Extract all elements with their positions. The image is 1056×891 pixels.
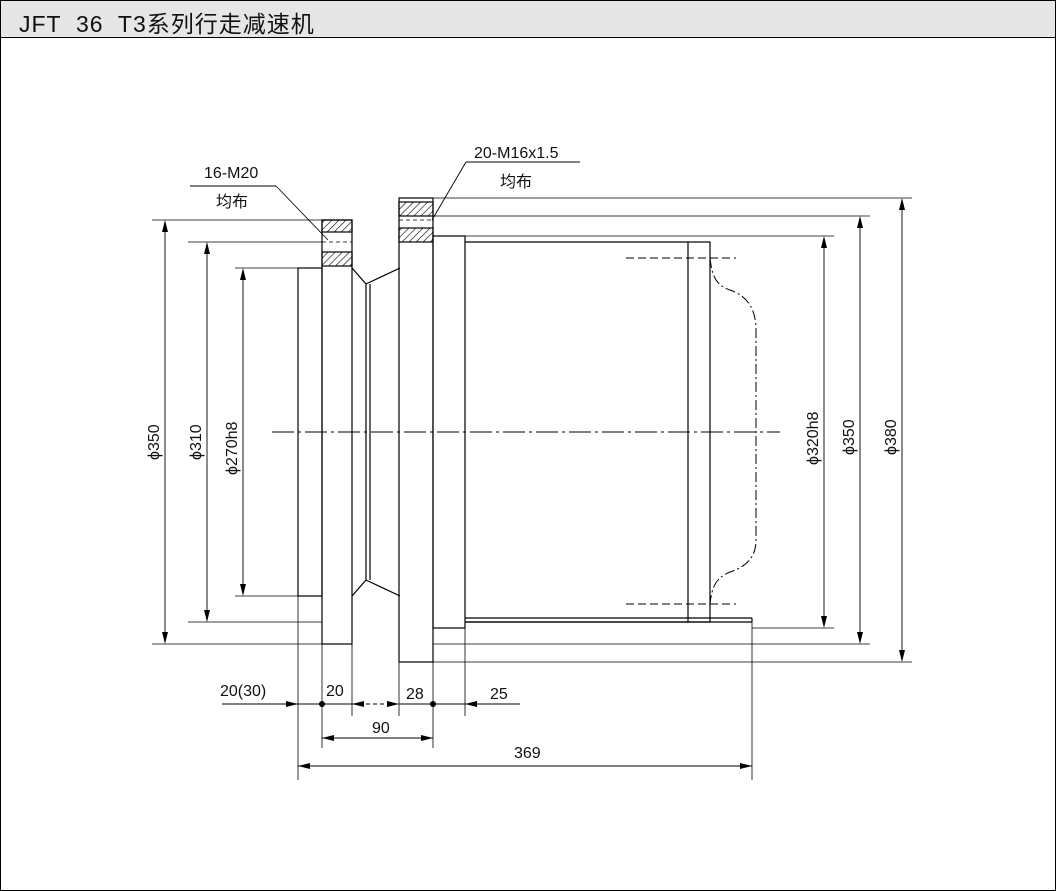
dim-25: 25 (490, 686, 508, 703)
dia-350-left: ϕ350 (146, 424, 163, 460)
dia-320h8: ϕ320h8 (805, 411, 822, 465)
dim-row-1 (222, 703, 752, 767)
page-title: JFT 36 T3系列行走减速机 (19, 11, 315, 37)
left-bolt-label: 16-M20 (204, 165, 258, 182)
gearbox-body (465, 241, 757, 623)
left-flange (297, 219, 401, 645)
dia-380: ϕ380 (883, 419, 900, 455)
extension-lines (152, 197, 912, 780)
diameter-arrows (162, 198, 905, 662)
left-bolt-note: 均布 (216, 193, 248, 211)
right-bolt-note: 均布 (500, 173, 532, 191)
dim-20-30: 20(30) (220, 683, 266, 700)
dim-20: 20 (326, 683, 344, 700)
dim-arrows (286, 701, 752, 769)
dim-28: 28 (406, 686, 424, 703)
dim-90: 90 (372, 720, 390, 737)
dia-350-right: ϕ350 (841, 419, 858, 455)
diameter-lines (164, 200, 903, 660)
title-bar: JFT 36 T3系列行走减速机 (1, 1, 1055, 38)
right-bolt-label: 20-M16x1.5 (474, 145, 559, 162)
right-flange (398, 197, 466, 663)
dia-310: ϕ310 (188, 424, 205, 460)
dia-270h8: ϕ270h8 (224, 421, 241, 475)
dim-369: 369 (514, 745, 541, 762)
leader-lines (190, 161, 580, 241)
